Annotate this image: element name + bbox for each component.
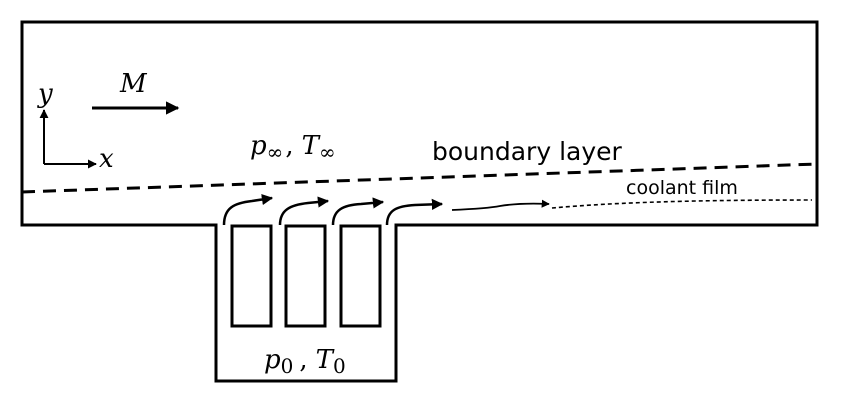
plenum-conditions: p0,T0 bbox=[264, 345, 346, 378]
injector-rib-3 bbox=[339, 224, 382, 328]
mach-label: M bbox=[119, 69, 148, 99]
injector-rib-1 bbox=[230, 224, 273, 328]
coolant-film-label: coolant film bbox=[626, 177, 738, 199]
freestream-conditions: p∞,T∞ bbox=[250, 131, 336, 164]
channel-outline bbox=[20, 20, 819, 383]
coolant-streamline-downstream bbox=[451, 199, 550, 211]
coolant-film-boundary bbox=[551, 199, 813, 209]
boundary-layer-label: boundary layer bbox=[432, 137, 623, 166]
coolant-jet-2 bbox=[278, 196, 330, 226]
y-axis-label: y bbox=[37, 79, 53, 109]
coolant-jet-4 bbox=[385, 198, 444, 226]
x-axis-label: x bbox=[99, 144, 114, 174]
injector-rib-2 bbox=[284, 224, 327, 328]
boundary-layer-edge bbox=[21, 162, 818, 194]
coolant-jet-3 bbox=[331, 197, 385, 226]
coolant-jet-1 bbox=[222, 193, 274, 226]
